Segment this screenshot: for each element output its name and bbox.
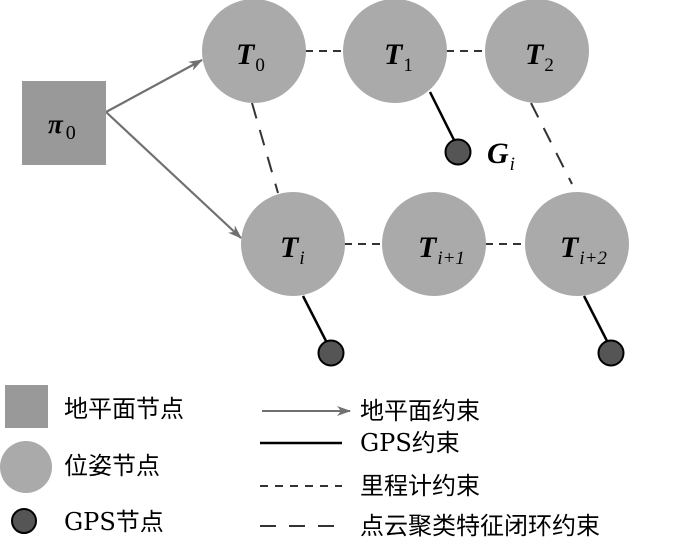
pose-node-shape [241,192,345,296]
legend-item-ground-plane-constraint: 地平面约束 [262,397,480,425]
gps-edge-Ti-G [301,295,328,342]
pose-node-Ti1: Ti+1 [382,192,486,296]
pose-node-subscript: i [299,248,304,269]
legend-item-odometry-constraint: 里程计约束 [260,472,480,500]
legend-label: 地平面约束 [360,397,480,425]
pose-node-symbol: T [560,231,580,264]
pose-node-subscript: i+1 [437,248,465,269]
loop-closure-edge-T2-Ti2 [530,102,573,185]
pose-node-T1: T1 [343,0,447,103]
svg-text:π0: π0 [48,109,76,144]
legend-nodes: 地平面节点 位姿节点 GPS节点 [0,385,184,536]
gps-node-Ti [317,339,345,367]
gps-node-shape [444,138,472,166]
pose-node-subscript: i+2 [579,248,607,269]
pose-node-T0: T0 [202,0,306,103]
legend-label: GPS约束 [360,429,460,457]
legend-item-ground-plane-node: 地平面节点 [5,385,184,428]
gps-edge-T1-Gi [428,91,456,141]
pose-node-shape [343,0,447,103]
svg-text:Gi: Gi [487,137,515,175]
pose-node-symbol: T [280,231,300,264]
loop-closure-edge-T0-Ti [251,102,279,194]
legend-label: 位姿节点 [64,452,160,480]
ground-plane-node-shape [22,81,106,165]
legend-item-loop-closure-constraint: 点云聚类特征闭环约束 [260,512,600,540]
gps-node-Gi: Gi [444,137,515,175]
pose-node-subscript: 1 [403,55,413,76]
pose-node-shape [525,192,629,296]
gps-edge-Ti2-G [582,295,609,342]
svg-text:Ti+2: Ti+2 [560,231,607,269]
legend-item-gps-constraint: GPS约束 [260,429,460,457]
pose-node-T2: T2 [485,0,589,103]
legend-item-pose-node: 位姿节点 [0,441,160,493]
ground-plane-edge-pi0-T0 [105,59,203,113]
legend-label: 点云聚类特征闭环约束 [360,512,600,540]
svg-text:T1: T1 [384,38,413,76]
edges [105,50,609,342]
pose-node-symbol: T [236,38,256,71]
legend-label: GPS节点 [64,508,164,536]
pose-node-symbol: T [384,38,404,71]
legend-label: 地平面节点 [64,395,184,423]
ground-node-symbol: π [48,109,64,139]
pose-node-Ti2: Ti+2 [525,192,629,296]
pose-node-subscript: 0 [255,55,265,76]
gps-node-Ti2 [597,339,625,367]
pose-node-shape [202,0,306,103]
pose-node-Ti: Ti [241,192,345,296]
pose-node-symbol: T [418,231,438,264]
legend-item-gps-node: GPS节点 [11,508,164,536]
gps-node-symbol: G [487,137,509,170]
pose-node-symbol: T [525,38,545,71]
ground-plane-edge-pi0-Ti [105,111,242,239]
pose-node-subscript: 2 [544,55,554,76]
svg-text:T0: T0 [236,38,265,76]
ground-node-subscript: 0 [66,122,76,144]
pose-node-shape [485,0,589,103]
pose-node-shape [382,192,486,296]
gps-node-subscript: i [510,154,515,175]
legend-constraints: 地平面约束 GPS约束 里程计约束 点云聚类特征闭环约束 [260,397,600,540]
legend-circle-swatch [0,441,52,493]
svg-text:Ti: Ti [280,231,305,269]
legend-square-swatch [5,385,48,428]
legend-small-circle-swatch [11,508,37,534]
svg-text:T2: T2 [525,38,554,76]
legend-label: 里程计约束 [360,472,480,500]
svg-text:Ti+1: Ti+1 [418,231,465,269]
